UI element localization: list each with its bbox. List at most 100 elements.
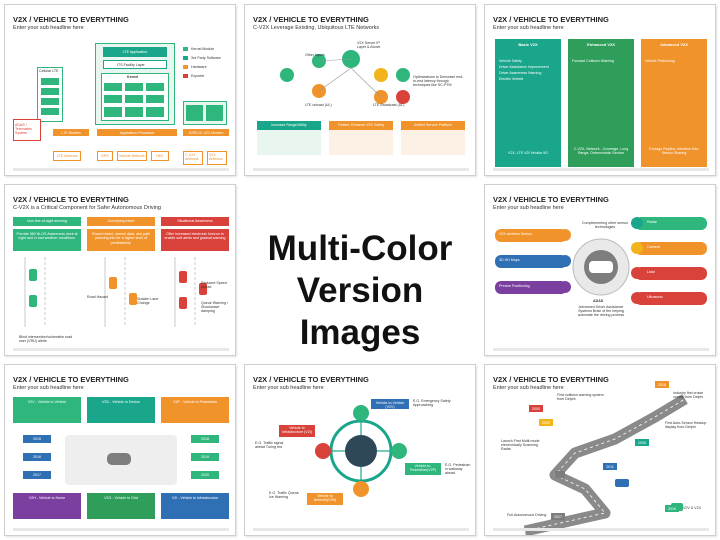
car-node xyxy=(396,90,410,104)
slide-subtitle: C-V2X Leverage Existing, Ubiquitous LTE … xyxy=(253,25,380,31)
benefit-header-3 xyxy=(401,121,465,130)
hardware-cell xyxy=(207,151,227,165)
column-basic-v2x xyxy=(495,39,561,167)
sensor-pill-v2x xyxy=(495,229,567,242)
slide-footer xyxy=(13,348,229,351)
slide-subtitle: Enter your sub headline here xyxy=(13,385,84,391)
slide-title: V2X / VEHICLE TO EVERYTHING xyxy=(493,375,609,384)
slide-thumbnail-6[interactable]: V2X / VEHICLE TO EVERYTHING Enter your s… xyxy=(4,364,236,536)
feature-header-2 xyxy=(87,217,155,226)
slide-thumbnail-2[interactable]: V2X / VEHICLE TO EVERYTHING C-V2X Levera… xyxy=(244,4,476,176)
lte-network-diagram xyxy=(280,50,410,104)
year-badge-left-2 xyxy=(23,453,51,461)
slide-title: V2X / VEHICLE TO EVERYTHING xyxy=(13,15,129,24)
year-badge-right-1 xyxy=(191,435,219,443)
hardware-cell xyxy=(151,151,169,161)
lte-stack-cell xyxy=(41,98,59,105)
node-v2v xyxy=(353,405,369,421)
slide-thumbnail-7[interactable]: V2X / VEHICLE TO EVERYTHING Enter your s… xyxy=(244,364,476,536)
car-marker xyxy=(129,293,137,305)
lte-stack-cell xyxy=(41,78,59,85)
kernel-module-cell xyxy=(104,107,122,117)
feature-body-1 xyxy=(13,229,81,251)
v2v-label-box xyxy=(371,399,409,409)
v2d-box xyxy=(87,397,155,423)
multi-color-heading: Multi-Color Version Images xyxy=(267,229,453,352)
cellular-lte-box xyxy=(37,67,63,122)
ieee-stack-cell xyxy=(186,105,203,121)
slide-subtitle: C-V2X is a Critical Component for Safer … xyxy=(13,205,161,211)
sensor-pill-positioning xyxy=(495,281,567,294)
hardware-cell xyxy=(117,151,147,161)
timeline-car xyxy=(615,479,629,487)
feature-body-3 xyxy=(161,229,229,251)
slide-footer xyxy=(13,168,229,171)
v2i-box xyxy=(161,493,229,519)
feature-header-1 xyxy=(13,217,81,226)
sensor-pill-lidar xyxy=(635,267,707,280)
car-icon xyxy=(107,453,131,465)
node-v2i xyxy=(315,443,331,459)
year-tag-2016 xyxy=(665,505,679,512)
v2h-box xyxy=(13,493,81,519)
slide-thumbnail-1[interactable]: V2X / VEHICLE TO EVERYTHING Enter your s… xyxy=(4,4,236,176)
v2g-box xyxy=(87,493,155,519)
year-badge-left-1 xyxy=(23,435,51,443)
slide-title: V2X / VEHICLE TO EVERYTHING xyxy=(13,375,129,384)
slide-title: V2X / VEHICLE TO EVERYTHING xyxy=(493,195,609,204)
v2p-box xyxy=(161,397,229,423)
column-enhanced-v2x xyxy=(568,39,634,167)
year-tag-2005 xyxy=(635,439,649,446)
car-marker xyxy=(109,277,117,289)
legend-swatch-exporter xyxy=(183,74,188,78)
slide-footer xyxy=(253,168,469,171)
node-v2p xyxy=(391,443,407,459)
year-tag-2017 xyxy=(551,513,565,520)
its-facility-box xyxy=(103,60,167,69)
car-marker xyxy=(199,283,207,295)
v2i-label-box xyxy=(279,425,315,437)
slide-thumbnail-5[interactable]: V2X / VEHICLE TO EVERYTHING Enter your s… xyxy=(484,184,716,356)
slide-footer xyxy=(253,528,469,531)
hub-core xyxy=(345,435,377,467)
kernel-module-cell xyxy=(125,83,143,91)
car-marker xyxy=(179,271,187,283)
v2p-label-box xyxy=(405,463,441,475)
slide-thumbnail-8[interactable]: V2X / VEHICLE TO EVERYTHING Enter your s… xyxy=(484,364,716,536)
car-node xyxy=(396,68,410,82)
slide-thumbnail-4[interactable]: V2X / VEHICLE TO EVERYTHING C-V2X is a C… xyxy=(4,184,236,356)
car-marker xyxy=(179,297,187,309)
benefit-header-2 xyxy=(329,121,393,130)
kernel-module-cell xyxy=(104,95,122,103)
kernel-module-cell xyxy=(104,83,122,91)
car-node xyxy=(374,68,388,82)
year-tag-2018 xyxy=(655,381,669,388)
slide-footer xyxy=(13,528,229,531)
feature-body-2 xyxy=(87,229,155,251)
lte-stack-cell xyxy=(41,108,59,115)
car-node xyxy=(280,68,294,82)
kernel-module-cell xyxy=(125,95,143,103)
sensor-pill-radar xyxy=(635,217,707,230)
feature-header-3 xyxy=(161,217,229,226)
slide-subtitle: Enter your sub headline here xyxy=(253,385,324,391)
benefit-header-1 xyxy=(257,121,321,130)
car-marker xyxy=(29,295,37,307)
slide-title: V2X / VEHICLE TO EVERYTHING xyxy=(13,195,129,204)
lte-modem-bar xyxy=(53,129,89,136)
adas-sensor-diagram xyxy=(495,217,707,305)
dsrc-modem-bar xyxy=(183,129,229,136)
year-tag-2011 xyxy=(603,463,617,470)
slide-subtitle: Enter your sub headline here xyxy=(13,25,84,31)
timeline-car xyxy=(555,471,565,478)
kernel-module-cell xyxy=(146,83,164,91)
column-advanced-v2x xyxy=(641,39,707,167)
hardware-cell xyxy=(183,151,203,165)
slide-subtitle: Enter your sub headline here xyxy=(493,205,564,211)
sensor-pill-ultrasonic xyxy=(635,292,707,305)
slide-title: V2X / VEHICLE TO EVERYTHING xyxy=(253,15,369,24)
road-scene-illustration xyxy=(24,257,207,327)
v2x-hub-diagram xyxy=(315,405,407,497)
slide-thumbnail-3[interactable]: V2X / VEHICLE TO EVERYTHING Enter your s… xyxy=(484,4,716,176)
slide-footer xyxy=(493,348,709,351)
